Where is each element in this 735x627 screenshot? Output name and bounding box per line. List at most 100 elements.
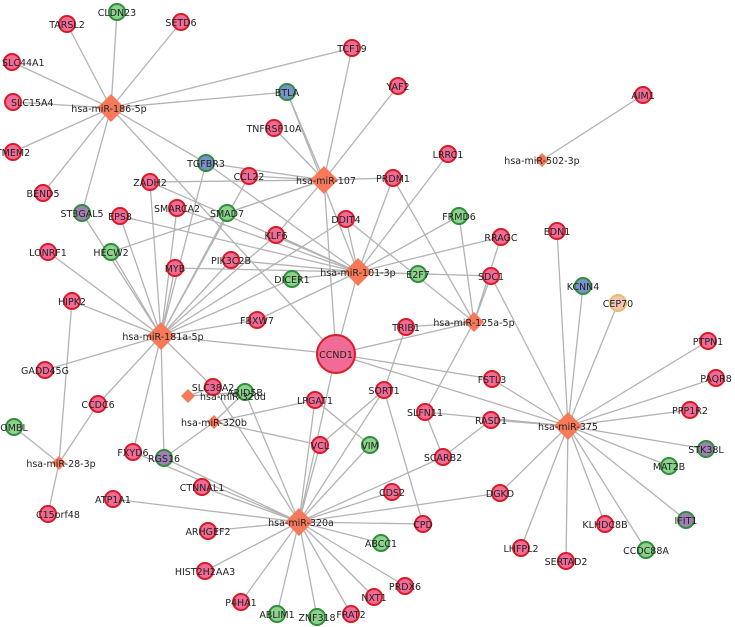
mirna-node-m101[interactable]: hsa-miR-101-3p — [320, 258, 396, 286]
gene-node-hecw2[interactable]: HECW2 — [93, 243, 129, 261]
mirna-node-m186[interactable]: hsa-miR-186-5p — [71, 94, 147, 122]
gene-node-cldn23[interactable]: CLDN23 — [98, 3, 136, 21]
gene-node-circle — [268, 605, 286, 623]
mirna-node-m107[interactable]: hsa-miR-107 — [296, 166, 356, 194]
gene-node-arhgef2[interactable]: ARHGEF2 — [185, 522, 231, 540]
gene-node-hist2h2aa3[interactable]: HIST2H2AA3 — [175, 562, 235, 580]
gene-node-pik3c2b[interactable]: PIK3C2B — [211, 251, 251, 269]
gene-node-lpgat1[interactable]: LPGAT1 — [297, 391, 333, 409]
gene-node-gadd45g[interactable]: GADD45G — [21, 361, 69, 379]
mirna-node-m28[interactable]: hsa-miR-28-3p — [26, 456, 96, 470]
edge-m101-FRMD6 — [357, 215, 460, 273]
mirna-node-m181[interactable]: hsa-miR-181a-5p — [122, 322, 204, 350]
gene-node-frmd6[interactable]: FRMD6 — [442, 207, 476, 225]
gene-node-rasd1[interactable]: RASD1 — [475, 411, 507, 429]
gene-node-label: YAF2 — [385, 82, 409, 93]
edge-m125-SLFN11 — [424, 321, 475, 413]
gene-node-lhfpl2[interactable]: LHFPL2 — [504, 539, 539, 557]
mirna-node-m125[interactable]: hsa-miR-125a-5p — [433, 312, 515, 332]
gene-node-slfn11[interactable]: SLFN11 — [407, 403, 443, 421]
mirna-node-m320d[interactable]: hsa-miR-320d — [181, 389, 266, 403]
gene-node-tarsl2[interactable]: TARSL2 — [48, 15, 85, 33]
edge-m320a-NXT1 — [298, 521, 375, 598]
gene-node-kcnn4[interactable]: KCNN4 — [567, 277, 600, 295]
gene-node-aim1[interactable]: AIM1 — [631, 86, 655, 104]
gene-node-label: SERTAD2 — [545, 557, 588, 568]
mirna-node-m375[interactable]: hsa-miR-375 — [538, 412, 598, 440]
gene-node-stk38l[interactable]: STK38L — [688, 440, 724, 458]
gene-node-atp1a1[interactable]: ATP1A1 — [95, 490, 131, 508]
gene-node-smad7[interactable]: SMAD7 — [210, 204, 244, 222]
gene-node-dgkd[interactable]: DGKD — [486, 484, 514, 502]
gene-node-ptpn1[interactable]: PTPN1 — [693, 332, 723, 350]
gene-node-sort1[interactable]: SORT1 — [368, 381, 400, 399]
gene-node-ddit4[interactable]: DDIT4 — [331, 210, 361, 228]
mirna-node-label: hsa-miR-320a — [268, 518, 334, 529]
gene-node-st3gal5[interactable]: ST3GAL5 — [60, 204, 104, 222]
gene-node-edn1[interactable]: EDN1 — [544, 222, 570, 240]
gene-node-tgfbr3[interactable]: TGFBR3 — [186, 154, 225, 172]
gene-node-lonrf1[interactable]: LONRF1 — [29, 243, 67, 261]
gene-node-scarb2[interactable]: SCARB2 — [424, 448, 462, 466]
gene-node-sertad2[interactable]: SERTAD2 — [545, 552, 588, 570]
mirna-node-m320b[interactable]: hsa-miR-320b — [181, 415, 247, 429]
gene-node-cds2[interactable]: CDS2 — [379, 483, 405, 501]
mirna-node-m502[interactable]: hsa-miR-502-3p — [504, 153, 580, 167]
gene-node-e2f7[interactable]: E2F7 — [406, 265, 430, 283]
gene-node-label: RGS16 — [148, 454, 180, 465]
gene-node-ccdc88a[interactable]: CCDC88A — [623, 541, 669, 559]
gene-node-ablim1[interactable]: ABLIM1 — [259, 605, 295, 623]
gene-node-p4ha1[interactable]: P4HA1 — [225, 593, 257, 611]
gene-node-trib1[interactable]: TRIB1 — [391, 318, 420, 336]
gene-node-nxt1[interactable]: NXT1 — [361, 588, 387, 606]
gene-node-smarca2[interactable]: SMARCA2 — [154, 199, 200, 217]
gene-node-cpd[interactable]: CPD — [413, 515, 433, 533]
gene-node-fbxw7[interactable]: FBXW7 — [240, 311, 274, 329]
gene-node-circle — [365, 588, 383, 606]
gene-node-rgs16[interactable]: RGS16 — [148, 449, 180, 467]
gene-node-klhdc8b[interactable]: KLHDC8B — [582, 515, 628, 533]
gene-node-vcl[interactable]: VCL — [311, 436, 330, 454]
gene-node-vim[interactable]: VIM — [361, 436, 379, 454]
gene-node-frat2[interactable]: FRAT2 — [336, 605, 366, 623]
gene-node-slc15a4[interactable]: SLC15A4 — [4, 93, 54, 111]
gene-node-prdx6[interactable]: PRDX6 — [389, 577, 421, 595]
gene-node-myb[interactable]: MYB — [165, 259, 186, 277]
mirna-node-m320a[interactable]: hsa-miR-320a — [268, 508, 334, 536]
gene-node-slc38a2[interactable]: SLC38A2 — [192, 378, 235, 396]
gene-node-rragc[interactable]: RRAGC — [484, 228, 518, 246]
gene-node-zadh2[interactable]: ZADH2 — [133, 173, 167, 191]
gene-node-fstl3[interactable]: FSTL3 — [478, 370, 506, 388]
gene-node-ccl22[interactable]: CCL22 — [234, 167, 265, 185]
gene-node-znf318[interactable]: ZNF318 — [298, 608, 336, 626]
gene-node-tcf19[interactable]: TCF19 — [336, 39, 367, 57]
gene-node-hipk2[interactable]: HIPK2 — [58, 292, 86, 310]
gene-node-eps8[interactable]: EPS8 — [108, 207, 132, 225]
gene-node-fxyd6[interactable]: FXYD6 — [117, 443, 149, 461]
gene-node-ifit1[interactable]: IFIT1 — [675, 511, 698, 529]
gene-node-btla[interactable]: BTLA — [275, 83, 300, 101]
gene-node-dicer1[interactable]: DICER1 — [274, 270, 310, 288]
gene-node-circle — [283, 270, 301, 288]
gene-node-arid5b[interactable]: ARID5B — [227, 383, 263, 401]
gene-node-lrrc1[interactable]: LRRC1 — [433, 145, 464, 163]
gene-node-prdm1[interactable]: PRDM1 — [376, 169, 410, 187]
gene-node-sdc1[interactable]: SDC1 — [478, 267, 504, 285]
gene-node-slc44a1[interactable]: SLC44A1 — [2, 53, 45, 71]
gene-node-ppp1r2[interactable]: PPP1R2 — [672, 401, 708, 419]
gene-node-tnfrsf10a[interactable]: TNFRSF10A — [245, 119, 302, 137]
gene-node-ctnnal1[interactable]: CTNNAL1 — [180, 478, 225, 496]
gene-node-paqr8[interactable]: PAQR8 — [700, 369, 732, 387]
gene-node-cep70[interactable]: CEP70 — [603, 294, 633, 312]
gene-node-bend5[interactable]: BEND5 — [27, 184, 60, 202]
gene-node-mat2b[interactable]: MAT2B — [653, 457, 685, 475]
gene-node-ccnd1[interactable]: CCND1 — [316, 334, 356, 374]
gene-node-yaf2[interactable]: YAF2 — [385, 77, 410, 95]
gene-node-tmem2[interactable]: TMEM2 — [0, 143, 30, 161]
gene-node-setd6[interactable]: SETD6 — [165, 13, 197, 31]
gene-node-c15orf48[interactable]: C15orf48 — [36, 505, 80, 523]
gene-node-ombl[interactable]: OMBL — [0, 418, 28, 436]
gene-node-ccdc6[interactable]: CCDC6 — [81, 395, 115, 413]
gene-node-abcc1[interactable]: ABCC1 — [365, 534, 397, 552]
gene-node-klf6[interactable]: KLF6 — [264, 226, 288, 244]
